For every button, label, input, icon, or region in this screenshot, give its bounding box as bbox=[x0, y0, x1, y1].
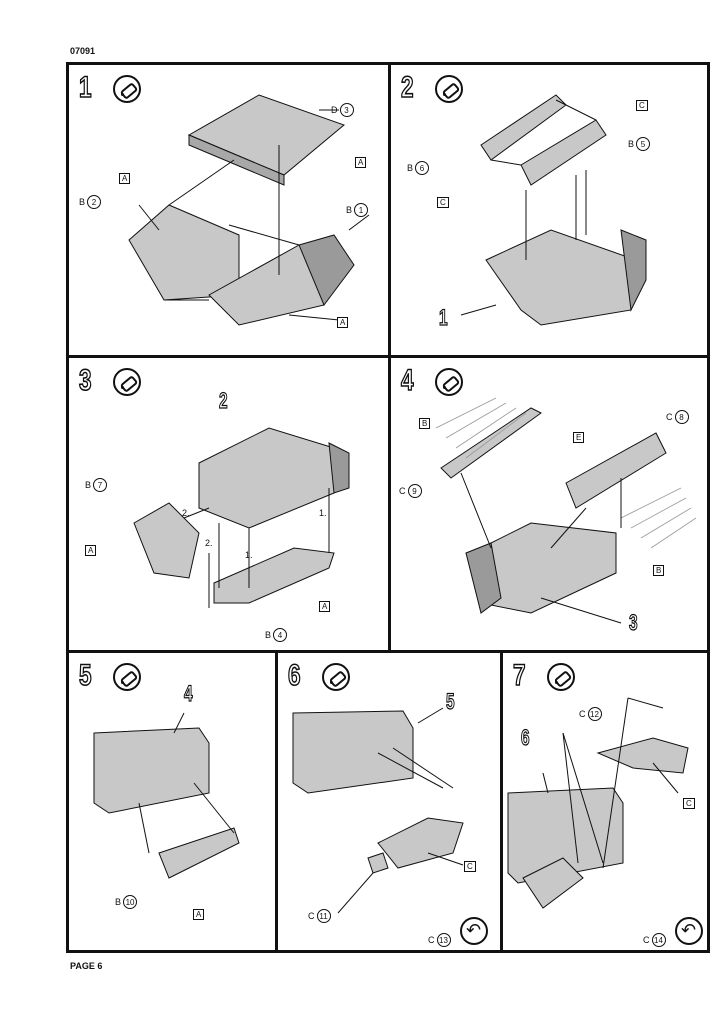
sprue-tag: A bbox=[119, 173, 131, 184]
page-number: PAGE 6 bbox=[70, 961, 103, 971]
sprue-tag: A bbox=[319, 601, 331, 612]
catalog-code: 07091 bbox=[70, 46, 96, 56]
step-number: 5 bbox=[78, 659, 92, 692]
glue-icon bbox=[435, 75, 463, 103]
rotate-icon bbox=[675, 917, 703, 945]
step-1-drawing bbox=[128, 94, 370, 326]
sprue-tag: A bbox=[355, 157, 367, 168]
sprue-tag: C bbox=[683, 798, 695, 809]
step-number: 3 bbox=[78, 364, 92, 397]
sprue-tag: C bbox=[437, 197, 449, 208]
glue-icon bbox=[435, 368, 463, 396]
step-number: 2 bbox=[400, 71, 414, 104]
sprue-tag: A bbox=[193, 909, 205, 920]
order-label: 2. bbox=[182, 508, 190, 518]
step-number: 6 bbox=[287, 659, 301, 692]
sprue-tag: E bbox=[573, 432, 585, 443]
sprue-tag: B bbox=[653, 565, 665, 576]
step-7-drawing bbox=[507, 697, 689, 909]
glue-icon bbox=[322, 663, 350, 691]
step-2-drawing bbox=[460, 94, 647, 326]
subassembly-ref: 2 bbox=[219, 387, 229, 413]
step-3-drawing bbox=[133, 427, 350, 608]
glue-icon bbox=[547, 663, 575, 691]
glue-icon bbox=[113, 75, 141, 103]
step-5-drawing bbox=[93, 712, 240, 879]
step-number: 1 bbox=[78, 71, 92, 104]
step-6-drawing bbox=[292, 707, 464, 914]
step-number: 4 bbox=[400, 364, 414, 397]
sprue-tag: C bbox=[464, 861, 476, 872]
order-label: 1. bbox=[319, 508, 327, 518]
step-number: 7 bbox=[512, 659, 526, 692]
order-label: 1. bbox=[245, 550, 253, 560]
subassembly-ref: 6 bbox=[521, 724, 531, 750]
sprue-tag: C bbox=[636, 100, 648, 111]
rotate-icon bbox=[460, 917, 488, 945]
subassembly-ref: 5 bbox=[446, 688, 456, 714]
step-4-drawing bbox=[435, 397, 697, 624]
glue-icon bbox=[113, 368, 141, 396]
glue-icon bbox=[113, 663, 141, 691]
subassembly-ref: 1 bbox=[439, 304, 449, 330]
order-label: 2. bbox=[205, 538, 213, 548]
subassembly-ref: 3 bbox=[629, 609, 639, 635]
sprue-tag: A bbox=[85, 545, 97, 556]
sprue-tag: A bbox=[337, 317, 349, 328]
sprue-tag: B bbox=[419, 418, 431, 429]
subassembly-ref: 4 bbox=[184, 680, 194, 706]
